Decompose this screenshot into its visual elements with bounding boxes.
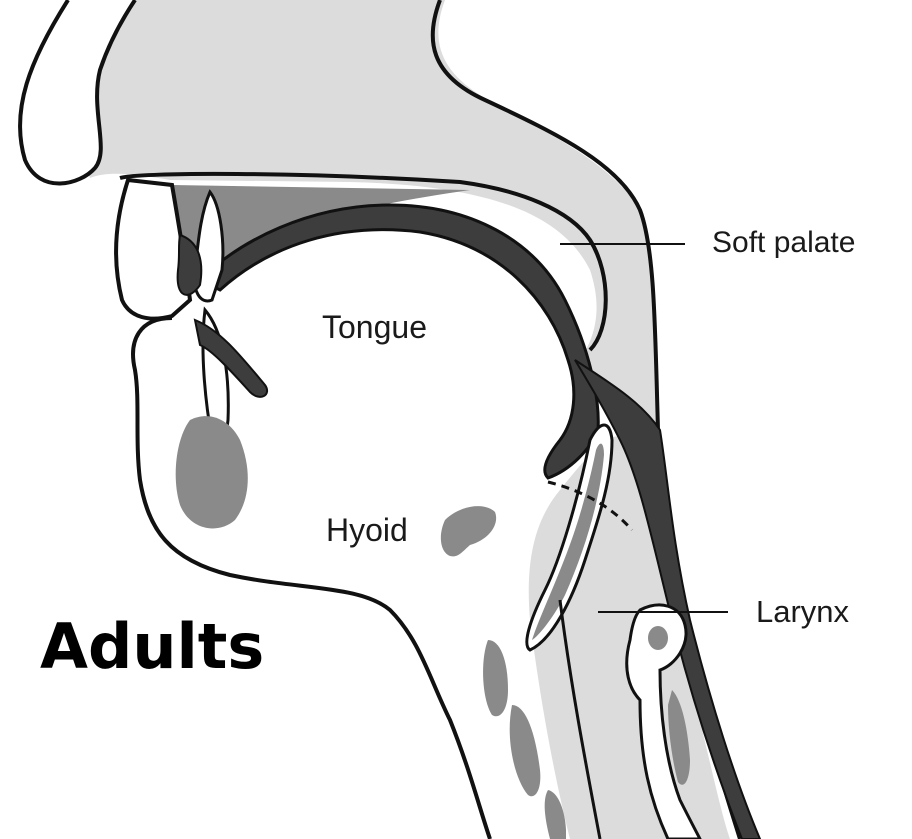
cervical-tissue-2	[510, 705, 541, 796]
mandible	[176, 416, 248, 528]
tongue-label: Tongue	[322, 311, 427, 343]
lower-lip-chin-outline	[133, 318, 490, 839]
hyoid-bone	[441, 506, 496, 556]
soft-palate-label: Soft palate	[712, 228, 855, 258]
larynx-cartilage-dot	[648, 626, 668, 650]
cervical-tissue-1	[483, 640, 508, 716]
larynx-label: Larynx	[756, 596, 849, 627]
hyoid-label: Hyoid	[326, 514, 408, 546]
diagram-caption: Adults	[40, 616, 264, 678]
